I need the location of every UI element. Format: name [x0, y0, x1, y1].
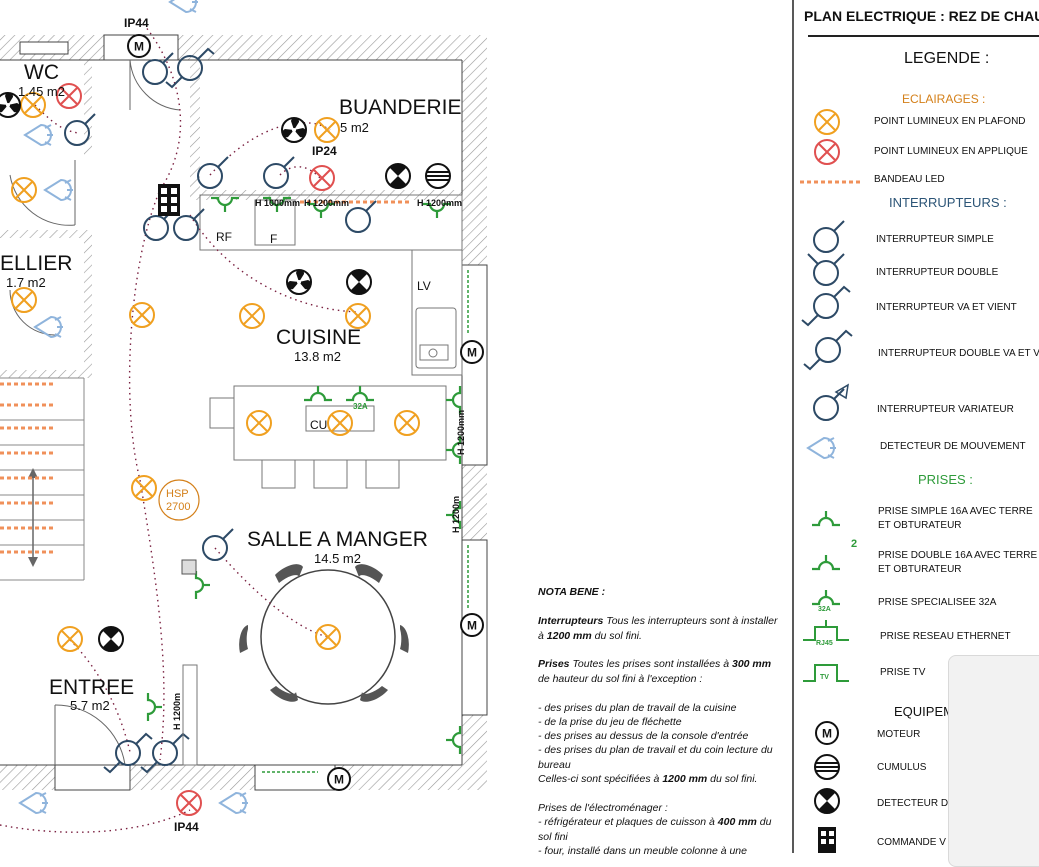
- legend-cumulus: CUMULUS: [877, 762, 927, 773]
- h1000-label: H 1000mm: [255, 198, 301, 208]
- legend-double-number: 2: [851, 538, 858, 550]
- legend-detecteur: DETECTEUR DE MOUVEMENT: [880, 441, 1026, 452]
- room-wc-name: WC: [24, 61, 59, 84]
- note-electro: Prises de l'électroménager :: [538, 802, 668, 814]
- hsp-value: 2700: [166, 501, 191, 513]
- h1200-label-a: H 1200mm: [304, 198, 350, 208]
- legend-prise-double-2: ET OBTURATEUR: [878, 564, 962, 575]
- legend-bandeau: BANDEAU LED: [874, 174, 945, 185]
- legend-tv-text: TV: [820, 674, 829, 681]
- legend-interrupteurs: INTERRUPTEURS :: [889, 195, 1007, 210]
- legend-prise-simple-1: PRISE SIMPLE 16A AVEC TERRE: [878, 506, 1033, 517]
- legend-commande: COMMANDE V: [877, 837, 946, 848]
- room-cuisine-area: 13.8 m2: [294, 349, 341, 364]
- room-buanderie-name: BUANDERIE: [339, 96, 462, 119]
- 32a-label: 32A: [353, 402, 368, 411]
- legend-double: INTERRUPTEUR DOUBLE: [876, 267, 999, 278]
- motor-icon: [460, 613, 484, 637]
- legend-prise-32a: PRISE SPECIALISEE 32A: [878, 597, 997, 608]
- h1200-label-b: H 1200mm: [417, 198, 463, 208]
- hsp-marker: [158, 479, 200, 521]
- legend-variateur: INTERRUPTEUR VARIATEUR: [877, 404, 1014, 415]
- room-salle-name: SALLE A MANGER: [247, 528, 428, 551]
- h1200-vertical-2: H 1200m: [451, 495, 461, 533]
- shutter-arrows: [262, 270, 469, 773]
- legend-eclairages: ECLAIRAGES :: [902, 92, 986, 106]
- rf-label: RF: [216, 230, 232, 244]
- note-title: NOTA BENE :: [538, 586, 606, 598]
- fan-icon: [281, 116, 308, 143]
- room-cellier-name: ELLIER: [0, 252, 73, 275]
- note-electro-2: - four, installé dans un meuble colonne …: [538, 845, 747, 857]
- ip24-label: IP24: [312, 144, 337, 158]
- note-exception-4: - des prises du plan de travail et du co…: [538, 744, 773, 771]
- motor-icon: [127, 34, 151, 58]
- legend-prise-tv: PRISE TV: [880, 667, 926, 678]
- legend-32a-text: 32A: [818, 606, 831, 613]
- note-exception-5: Celles-ci sont spécifiées à 1200 mm du s…: [538, 773, 758, 785]
- kitchen-furniture: [199, 194, 463, 489]
- smoke-detector-icon: [98, 626, 124, 652]
- overlay-panel[interactable]: [948, 655, 1039, 867]
- legend-prise-rj45: PRISE RESEAU ETHERNET: [880, 631, 1011, 642]
- plan-title: PLAN ELECTRIQUE : REZ DE CHAU: [804, 8, 1039, 24]
- legend-prise-double-1: PRISE DOUBLE 16A AVEC TERRE: [878, 550, 1038, 561]
- hsp-label: HSP: [166, 488, 189, 500]
- fan-icon: [286, 268, 313, 295]
- smoke-detector-icon: [385, 163, 411, 189]
- note-prises: Prises Toutes les prises sont installées…: [538, 658, 772, 685]
- circuit-lines: [0, 19, 359, 833]
- legend-rj45-text: RJ45: [816, 640, 833, 647]
- note-exception-2: - de la prise du jeu de fléchette: [538, 716, 682, 728]
- h1200-vertical-3: H 1200m: [172, 692, 182, 730]
- legend-plafond: POINT LUMINEUX EN PLAFOND: [874, 116, 1026, 127]
- smoke-detector-icon: [346, 269, 372, 295]
- legend-symbols: [800, 109, 860, 853]
- thermostat-icon: [181, 559, 197, 575]
- cumulus-icon: [425, 163, 451, 189]
- motor-icon: [327, 767, 351, 791]
- ip44-label-bottom: IP44: [174, 820, 199, 834]
- room-cellier-area: 1.7 m2: [6, 275, 46, 290]
- legend-heading: LEGENDE :: [904, 50, 990, 67]
- h1200-vertical-1: H 1200mm: [456, 409, 466, 455]
- room-cuisine-name: CUISINE: [276, 326, 362, 349]
- shutter-command-icon: [158, 184, 180, 216]
- ip44-label-top: IP44: [124, 16, 149, 30]
- note-exception-1: - des prises du plan de travail de la cu…: [538, 702, 737, 714]
- motor-icon: [460, 340, 484, 364]
- stairs: [0, 377, 85, 581]
- note-exception-3: - des prises au dessus de la console d'e…: [538, 730, 749, 742]
- legend-detecteur-de: DETECTEUR DE: [877, 798, 955, 809]
- lv-label: LV: [417, 279, 431, 293]
- entree-console: [182, 664, 198, 766]
- room-entree-area: 5.7 m2: [70, 698, 110, 713]
- legend-prise-simple-2: ET OBTURATEUR: [878, 520, 962, 531]
- note-electro-1: - réfrigérateur et plaques de cuisson à …: [538, 816, 772, 843]
- note-interrupteurs: Interrupteurs Tous les interrupteurs son…: [538, 615, 778, 642]
- legend-moteur: MOTEUR: [877, 729, 921, 740]
- legend-simple: INTERRUPTEUR SIMPLE: [876, 234, 994, 245]
- room-salle-area: 14.5 m2: [314, 551, 361, 566]
- legend-applique: POINT LUMINEUX EN APPLIQUE: [874, 146, 1028, 157]
- cu-label: CU: [310, 418, 328, 432]
- legend-equipements: EQUIPEM: [894, 704, 954, 719]
- room-wc-area: 1.45 m2: [18, 84, 65, 99]
- legend-double-va-et-vient: INTERRUPTEUR DOUBLE VA ET VI: [878, 348, 1039, 359]
- doors: [9, 59, 181, 766]
- room-buanderie-area: 5 m2: [340, 120, 369, 135]
- legend-va-et-vient: INTERRUPTEUR VA ET VIENT: [876, 302, 1017, 313]
- room-entree-name: ENTREE: [49, 676, 135, 699]
- legend-prises: PRISES :: [918, 472, 973, 487]
- f-label: F: [270, 232, 278, 246]
